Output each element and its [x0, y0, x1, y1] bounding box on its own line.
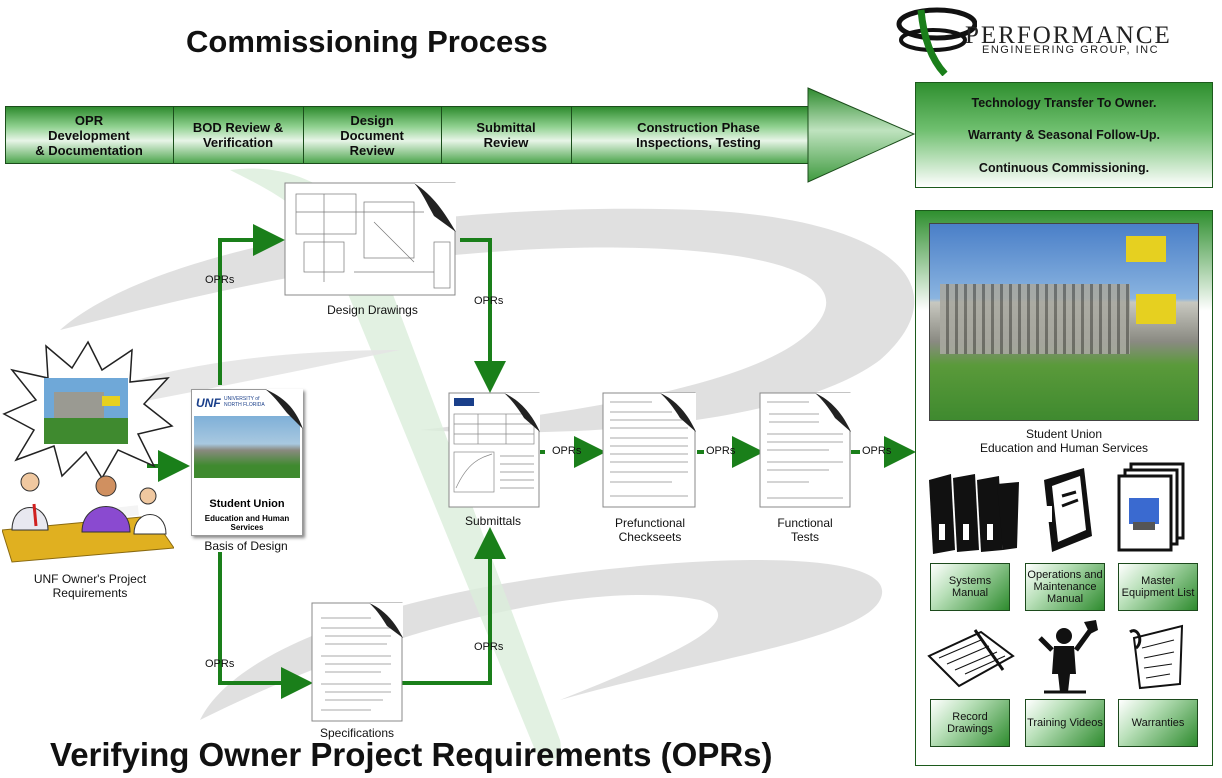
warranties-button[interactable]: Warranties: [1118, 699, 1198, 747]
specifications-caption: Specifications: [319, 726, 395, 740]
logo-name: Performance: [965, 22, 1172, 49]
submittals-caption: Submittals: [464, 514, 522, 528]
phase-construction: Construction Phase Inspections, Testing: [636, 120, 761, 150]
owner-requirements-caption: UNF Owner's Project Requirements: [33, 572, 147, 600]
page-curl-icon: [265, 389, 303, 429]
opr-label: OPRs: [862, 445, 892, 457]
functional-tests-document: [759, 392, 851, 508]
opr-label: OPRs: [552, 445, 582, 457]
opr-label: OPRs: [474, 295, 504, 307]
logo-subtitle: Engineering Group, Inc: [982, 44, 1160, 56]
opr-label: OPRs: [205, 274, 235, 286]
warranties-icon: [1129, 624, 1184, 690]
functional-tests-caption: Functional Tests: [777, 516, 833, 544]
systems-manual-button[interactable]: Systems Manual: [930, 563, 1010, 611]
manual-binder-icon: [1044, 468, 1092, 552]
project-department: Education and Human Services: [979, 441, 1149, 455]
prefunctional-document: [602, 392, 696, 508]
submittals-document: [448, 392, 540, 508]
transfer-item: Continuous Commissioning.: [978, 161, 1150, 175]
unf-brand: UNF: [196, 396, 221, 410]
training-videos-button[interactable]: Training Videos: [1025, 699, 1105, 747]
record-drawings-icon: [927, 629, 1015, 688]
basis-of-design-document: UNF UNIVERSITY of NORTH FLORIDA Student …: [191, 389, 303, 536]
transfer-box: Technology Transfer To Owner. Warranty &…: [915, 82, 1213, 188]
transfer-item: Warranty & Seasonal Follow-Up.: [968, 128, 1160, 142]
company-logo: [896, 7, 977, 76]
meeting-people-icon: [2, 472, 174, 563]
phase-bar: [5, 106, 810, 164]
binders-icon: [929, 474, 1019, 554]
design-drawings-caption: Design Drawings: [327, 303, 418, 317]
bod-project-name: Student Union: [209, 498, 285, 510]
opr-label: OPRs: [474, 641, 504, 653]
training-person-icon: [1038, 620, 1098, 694]
om-manual-button[interactable]: Operations and Maintenance Manual: [1025, 563, 1105, 611]
idea-burst: [2, 340, 174, 480]
specifications-document: [311, 602, 403, 722]
basis-of-design-caption: Basis of Design: [204, 539, 288, 553]
design-drawings-document: [284, 182, 456, 296]
phase-bod-review: BOD Review & Verification: [192, 120, 284, 150]
master-equipment-list-button[interactable]: Master Equipment List: [1118, 563, 1198, 611]
phase-opr-development: OPR Development & Documentation: [35, 112, 143, 158]
opr-label: OPRs: [706, 445, 736, 457]
footer-title: Verifying Owner Project Requirements (OP…: [50, 736, 773, 773]
bod-project-sub: Education and Human Services: [204, 514, 290, 532]
page-title: Commissioning Process: [186, 24, 548, 59]
prefunctional-caption: Prefunctional Checkseets: [614, 516, 686, 544]
unf-university: UNIVERSITY of NORTH FLORIDA: [224, 396, 265, 408]
transfer-item: Technology Transfer To Owner.: [971, 96, 1157, 110]
phase-design-review: Design Document Review: [340, 112, 404, 158]
record-drawings-button[interactable]: Record Drawings: [930, 699, 1010, 747]
phase-submittal-review: Submittal Review: [476, 120, 536, 150]
equipment-list-icon: [1117, 462, 1185, 552]
project-photo: [929, 223, 1199, 421]
phase-arrow-head: [807, 87, 916, 183]
project-name: Student Union: [1025, 427, 1103, 441]
opr-label: OPRs: [205, 658, 235, 670]
